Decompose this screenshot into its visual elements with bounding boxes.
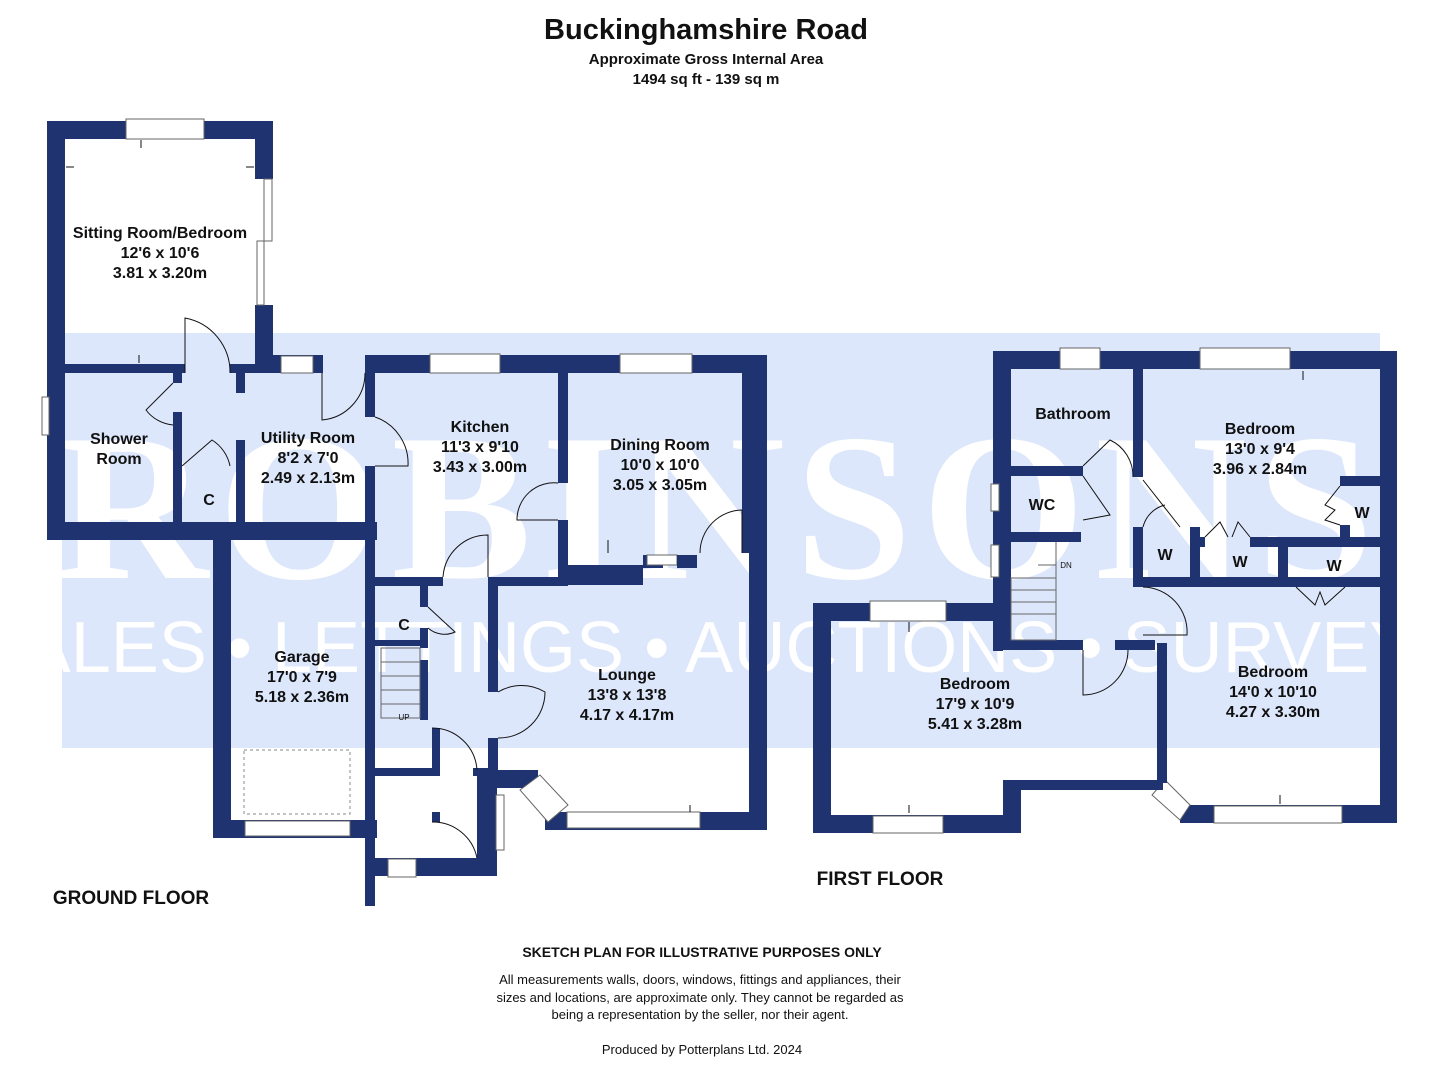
room-name: Dining Room [610, 437, 710, 454]
ground-floor-walls [41, 118, 767, 906]
room-metric: 3.05 x 3.05m [613, 477, 707, 494]
wardrobe-label: W [1354, 505, 1370, 522]
room-name-line2: Room [96, 451, 141, 468]
room-imperial: 8'2 x 7'0 [278, 450, 339, 467]
room-metric: 5.18 x 2.36m [255, 689, 349, 706]
room-lounge: Lounge 13'8 x 13'8 4.17 x 4.17m [580, 667, 674, 724]
room-kitchen: Kitchen 11'3 x 9'10 3.43 x 3.00m [433, 419, 527, 476]
room-wc: WC [1029, 497, 1056, 514]
room-name: Sitting Room/Bedroom [73, 225, 247, 242]
first-floor-label: FIRST FLOOR [817, 869, 944, 890]
stairs-up-label: UP [398, 713, 409, 722]
room-name: Lounge [598, 667, 656, 684]
room-bedroom-rear: Bedroom 13'0 x 9'4 3.96 x 2.84m [1213, 421, 1307, 478]
room-name: Kitchen [451, 419, 510, 436]
room-metric: 4.27 x 3.30m [1226, 704, 1320, 721]
room-imperial: 13'8 x 13'8 [588, 687, 667, 704]
disclaimer-line: being a representation by the seller, no… [551, 1007, 848, 1022]
watermark-services: SALES • LETTINGS • AUCTIONS • SURVEYS [0, 608, 1442, 688]
room-utility-room: Utility Room 8'2 x 7'0 2.49 x 2.13m [261, 430, 355, 487]
room-bedroom-front-right: Bedroom 14'0 x 10'10 4.27 x 3.30m [1226, 664, 1320, 721]
room-bathroom: Bathroom [1035, 406, 1111, 423]
room-imperial: 17'0 x 7'9 [267, 669, 337, 686]
disclaimer-line: All measurements walls, doors, windows, … [499, 972, 901, 987]
room-name: Shower [90, 431, 148, 448]
room-metric: 4.17 x 4.17m [580, 707, 674, 724]
room-metric: 3.96 x 2.84m [1213, 461, 1307, 478]
cupboard-label: C [398, 617, 410, 634]
room-dining-room: Dining Room 10'0 x 10'0 3.05 x 3.05m [610, 437, 710, 494]
ground-floor-labels: Sitting Room/Bedroom 12'6 x 10'6 3.81 x … [73, 225, 710, 724]
room-metric: 2.49 x 2.13m [261, 470, 355, 487]
room-name: Utility Room [261, 430, 355, 447]
disclaimer-title: SKETCH PLAN FOR ILLUSTRATIVE PURPOSES ON… [522, 944, 882, 960]
watermark-brand: ROBINSONS [56, 392, 1383, 624]
room-metric: 3.81 x 3.20m [113, 265, 207, 282]
wardrobe-label: W [1157, 547, 1173, 564]
watermark: ROBINSONS SALES • LETTINGS • AUCTIONS • … [0, 333, 1442, 748]
room-imperial: 10'0 x 10'0 [621, 457, 700, 474]
ground-floor-label: GROUND FLOOR [53, 888, 209, 909]
room-name: Garage [274, 649, 329, 666]
wardrobe-label: W [1326, 558, 1342, 575]
room-bedroom-front-left: Bedroom 17'9 x 10'9 5.41 x 3.28m [928, 676, 1022, 733]
credit: Produced by Potterplans Ltd. 2024 [602, 1042, 802, 1057]
stairs-down-label: DN [1060, 561, 1072, 570]
plan-title: Buckinghamshire Road [544, 14, 868, 46]
dimension-arrows [66, 140, 1304, 813]
room-imperial: 17'9 x 10'9 [936, 696, 1015, 713]
room-imperial: 14'0 x 10'10 [1229, 684, 1317, 701]
first-floor-labels: Bathroom Bedroom 13'0 x 9'4 3.96 x 2.84m… [928, 406, 1371, 733]
room-imperial: 11'3 x 9'10 [441, 439, 519, 456]
room-garage: Garage 17'0 x 7'9 5.18 x 2.36m [255, 649, 349, 706]
room-metric: 5.41 x 3.28m [928, 716, 1022, 733]
room-imperial: 12'6 x 10'6 [121, 245, 200, 262]
room-name: Bedroom [940, 676, 1010, 693]
wardrobe-label: W [1232, 554, 1248, 571]
first-floor-walls [813, 347, 1397, 834]
room-imperial: 13'0 x 9'4 [1225, 441, 1295, 458]
room-sitting-room: Sitting Room/Bedroom 12'6 x 10'6 3.81 x … [73, 225, 247, 282]
plan-subtitle: Approximate Gross Internal Area [589, 51, 824, 68]
cupboard-label: C [203, 492, 215, 509]
room-shower-room: Shower Room [90, 431, 148, 468]
room-metric: 3.43 x 3.00m [433, 459, 527, 476]
room-name: Bedroom [1225, 421, 1295, 438]
disclaimer-line: sizes and locations, are approximate onl… [496, 990, 904, 1005]
plan-area: 1494 sq ft - 139 sq m [633, 71, 780, 88]
room-name: Bedroom [1238, 664, 1308, 681]
